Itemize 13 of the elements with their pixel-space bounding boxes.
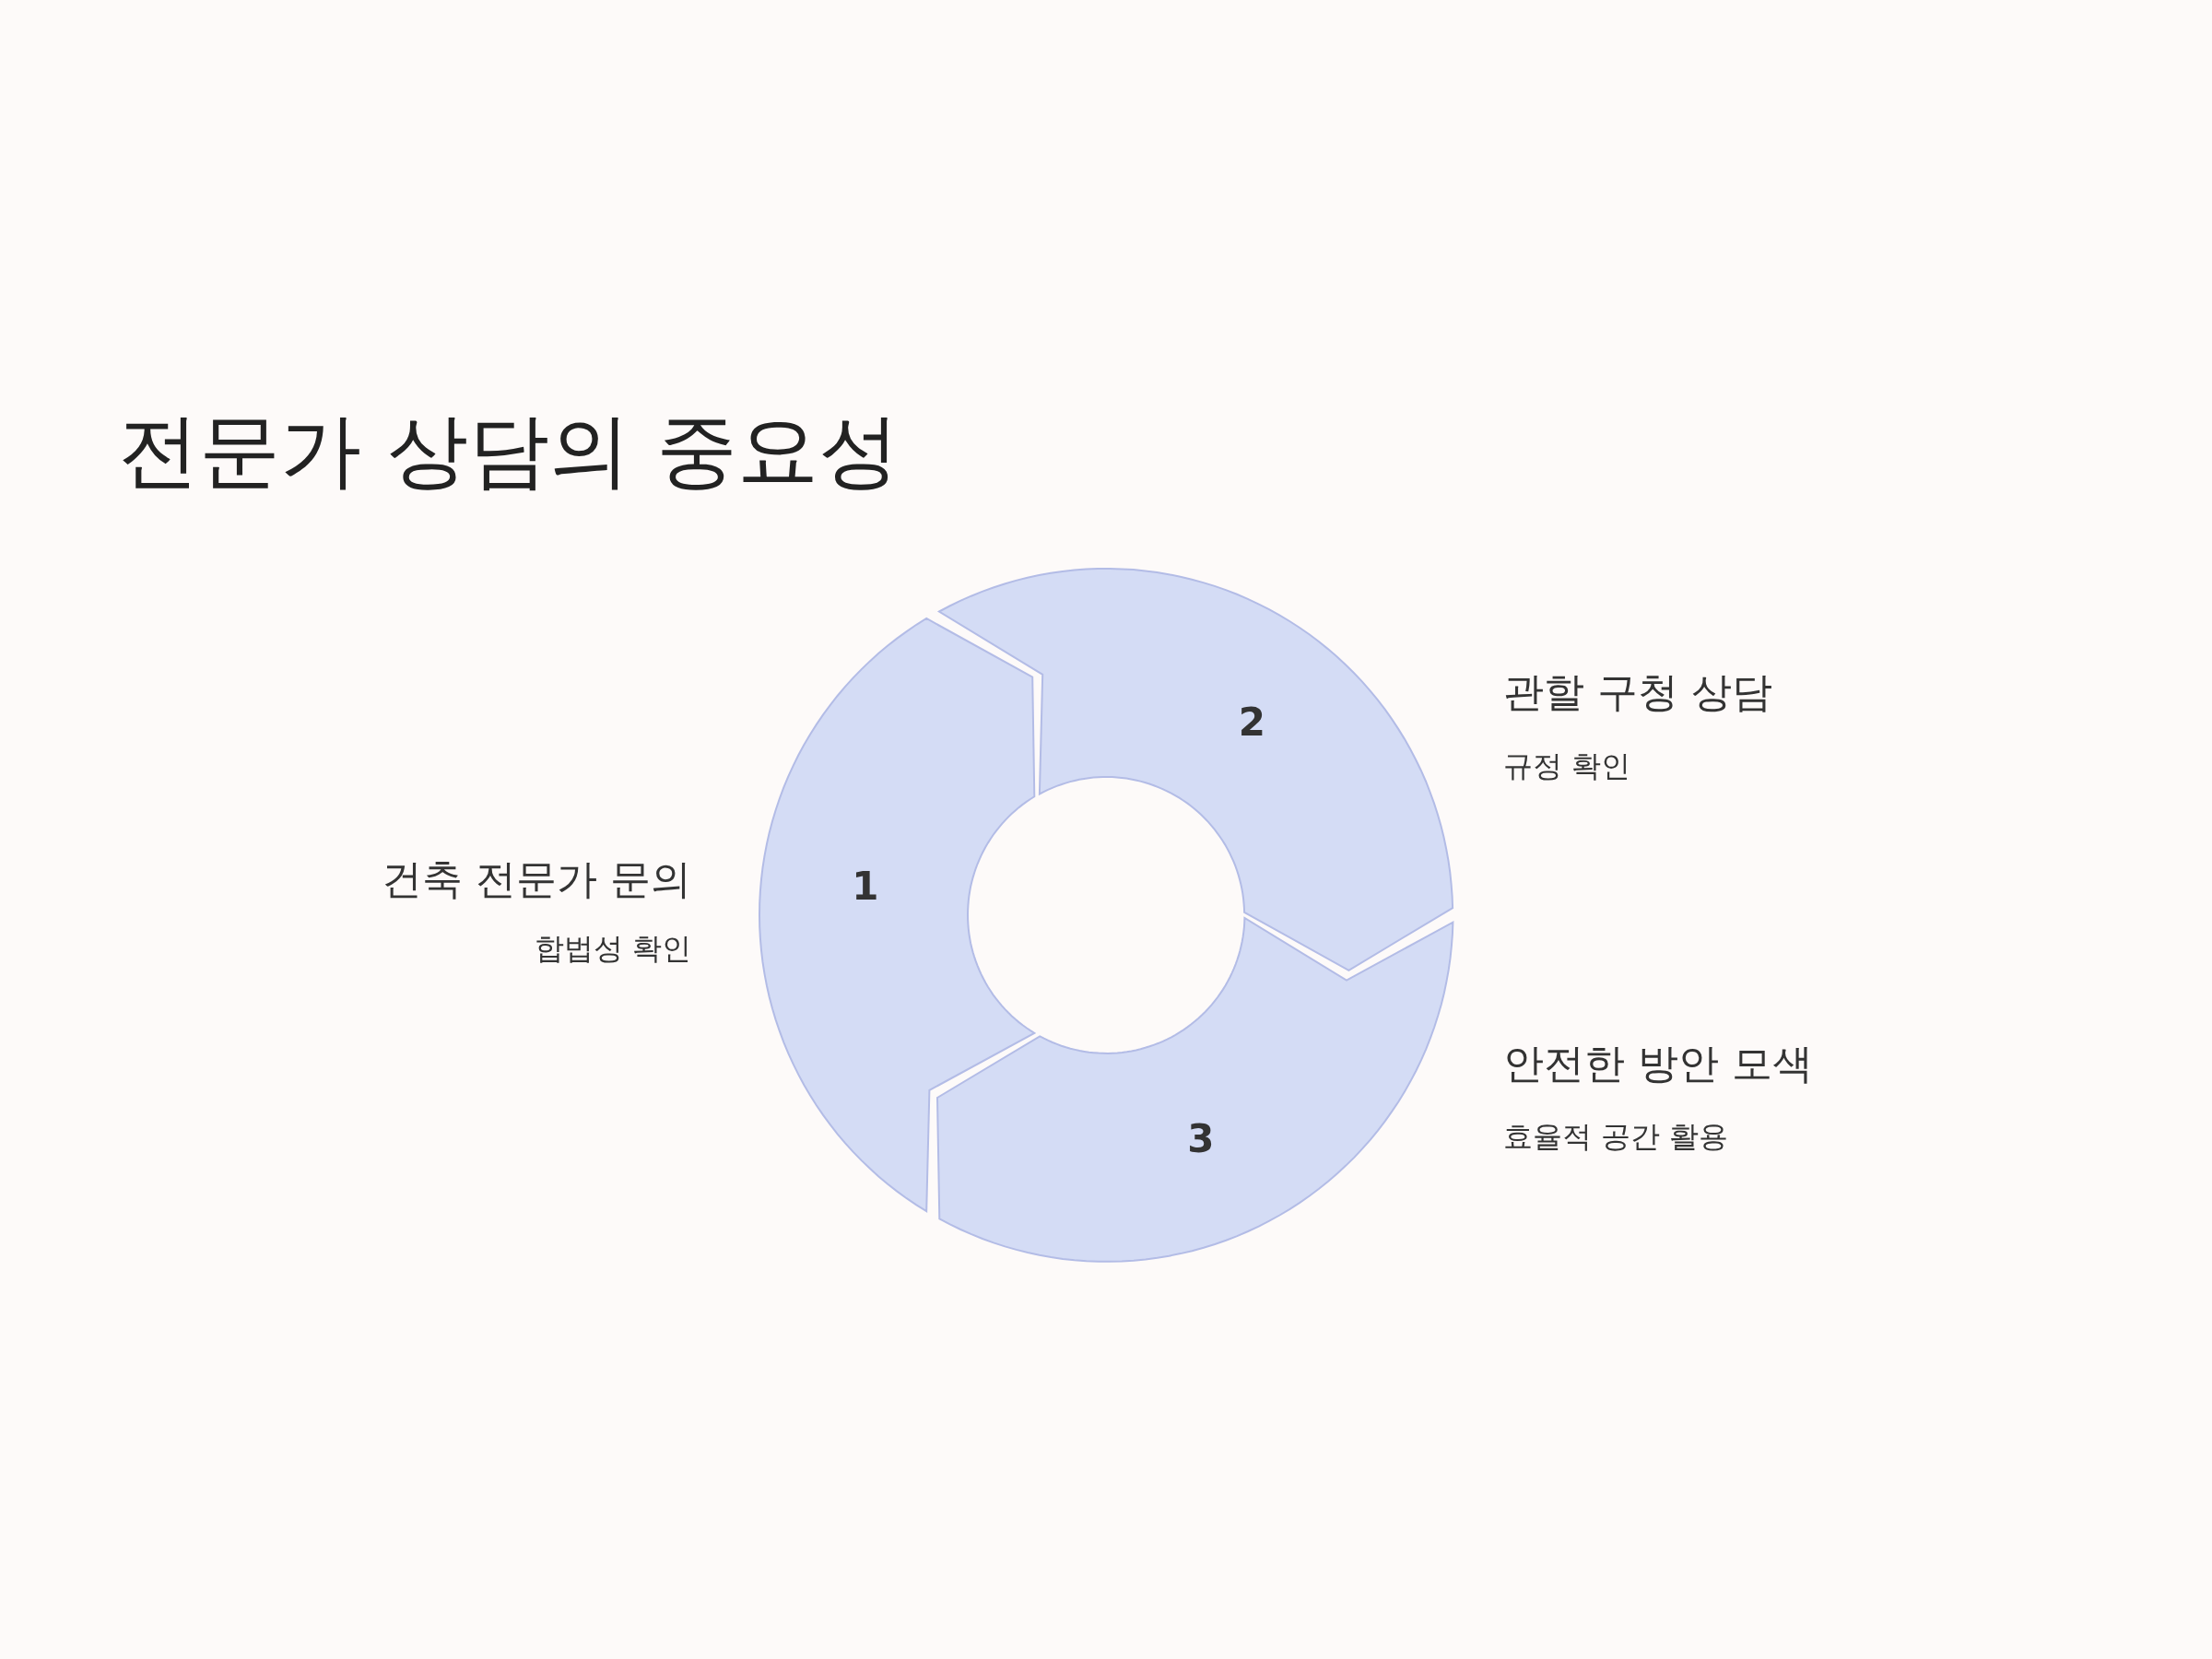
step-number: 1 [852,863,879,909]
step-heading: 안전한 방안 모색 [1503,1039,1813,1088]
step-number: 2 [1238,699,1265,745]
step-heading: 건축 전문가 문의 [382,854,691,904]
step-description: 규정 확인 [1503,747,1631,785]
ring-segment [759,618,1035,1212]
ring-segment [938,569,1453,971]
ring-segment [936,918,1453,1262]
step-heading: 관할 구청 상담 [1503,667,1772,717]
step-number: 3 [1187,1115,1215,1161]
step-description: 합법성 확인 [534,930,691,968]
title: 전문가 상담의 중요성 [118,402,900,500]
step-description: 효율적 공간 활용 [1503,1118,1729,1156]
